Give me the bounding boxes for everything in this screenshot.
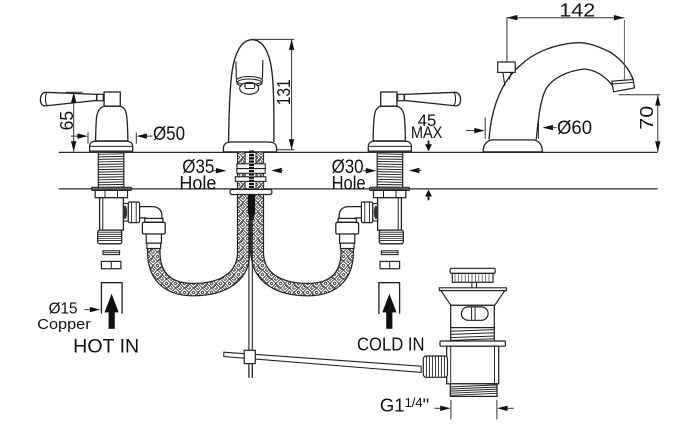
svg-text:142: 142 (559, 0, 595, 20)
svg-text:65: 65 (56, 111, 77, 131)
svg-text:Hole: Hole (332, 172, 366, 194)
svg-text:Copper: Copper (37, 317, 91, 333)
svg-text:70: 70 (636, 106, 657, 130)
svg-text:Ø35: Ø35 (182, 156, 214, 178)
svg-text:HOT IN: HOT IN (73, 336, 139, 357)
svg-text:Ø60: Ø60 (557, 117, 592, 139)
svg-text:Ø15: Ø15 (49, 301, 78, 318)
svg-text:45: 45 (418, 112, 437, 130)
svg-text:Hole: Hole (179, 172, 216, 194)
svg-text:COLD IN: COLD IN (357, 333, 425, 354)
svg-text:Ø30: Ø30 (332, 156, 364, 178)
svg-text:131: 131 (273, 79, 294, 105)
svg-text:G11/4": G11/4" (380, 395, 429, 416)
svg-text:Ø50: Ø50 (153, 123, 185, 145)
svg-text:MAX: MAX (411, 124, 443, 142)
